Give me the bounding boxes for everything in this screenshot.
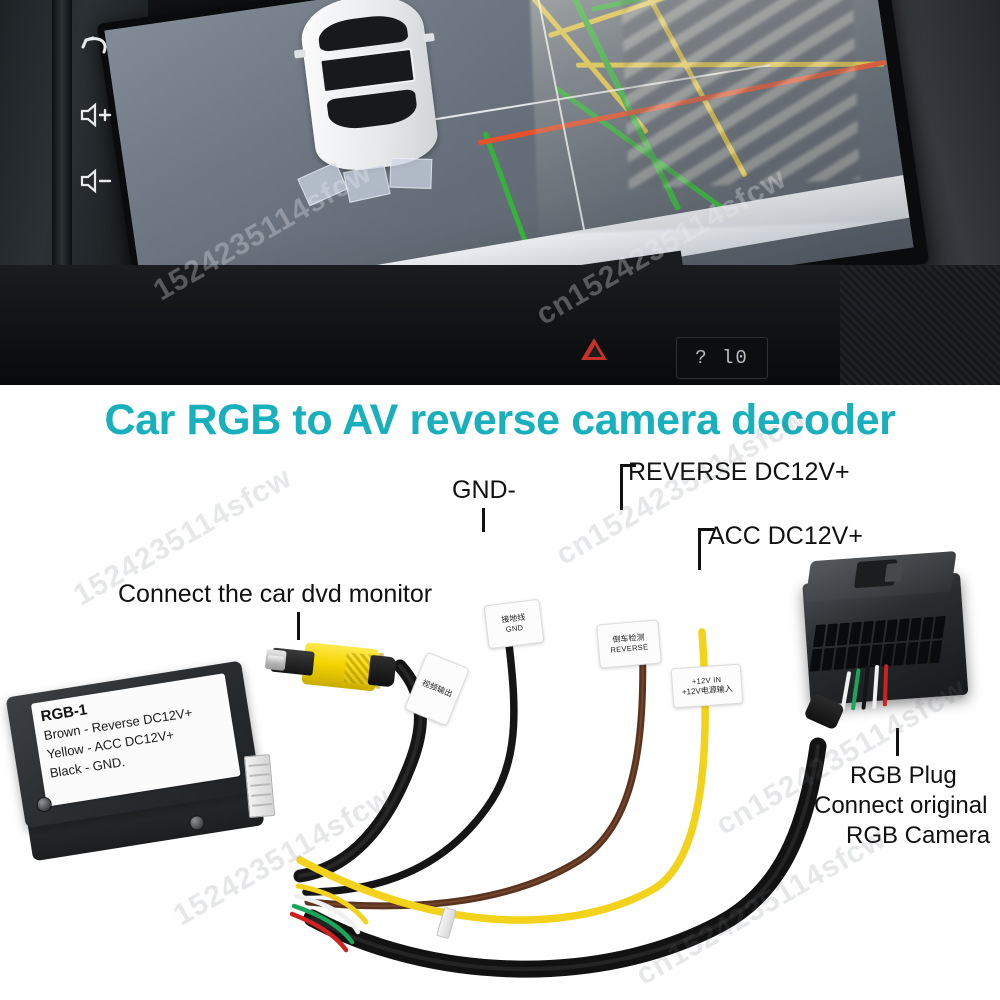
leader-gnd [482,508,485,532]
cable-tag-gnd: 接地线 GND [483,598,545,650]
wiring-diagram: RGB-1 Brown - Reverse DC12V+ Yellow - AC… [0,402,1000,1000]
leader-acc-vertical [698,528,701,570]
cable-tag-acc: +12V IN +12V电源输入 [670,663,744,709]
leader-reverse-horizontal [620,464,636,467]
tag-en: REVERSE [610,642,649,655]
callout-dvd-monitor: Connect the car dvd monitor [118,580,433,608]
glass-reflection-bands [620,0,860,189]
parking-sensor-arc [389,157,433,189]
tag-cn: +12V电源输入 [681,683,733,697]
leader-reverse-vertical [620,464,623,510]
tag-cn: 视频输出 [420,677,454,699]
volume-down-icon[interactable] [78,168,118,202]
back-icon[interactable] [78,32,118,66]
cable-tag-reverse: 倒车检测 REVERSE [596,619,662,669]
callout-reverse: REVERSE DC12V+ [628,458,850,486]
soft-key-column [78,18,124,218]
volume-up-icon[interactable] [78,102,118,136]
leader-dvd-monitor [297,612,300,640]
vehicle-top-down-icon [293,0,441,176]
leader-acc-horizontal [698,528,714,531]
mini-display: ? l0 [676,337,768,379]
page-title: Car RGB to AV reverse camera decoder [104,396,896,444]
callout-acc: ACC DC12V+ [708,522,863,550]
rgb-plug-connector [792,546,983,731]
center-console [0,265,1000,385]
speaker-grille [840,265,1000,385]
callout-rgb-plug-line1: RGB Plug [850,762,957,789]
callout-gnd: GND- [452,476,516,504]
head-unit-photo: ? l0 1524235114sfcw cn1524235114sfcw [0,0,1000,385]
connector-pin-grid [809,615,946,672]
callout-rgb-plug-line3: RGB Camera [846,822,991,849]
tag-en: GND [505,623,524,635]
hazard-button[interactable] [575,333,615,367]
callout-rgb-plug-line2: Connect original [814,792,988,819]
leader-rgb-plug [896,728,899,756]
decoder-module: RGB-1 Brown - Reverse DC12V+ Yellow - AC… [5,660,276,873]
module-output-connector [243,754,276,819]
